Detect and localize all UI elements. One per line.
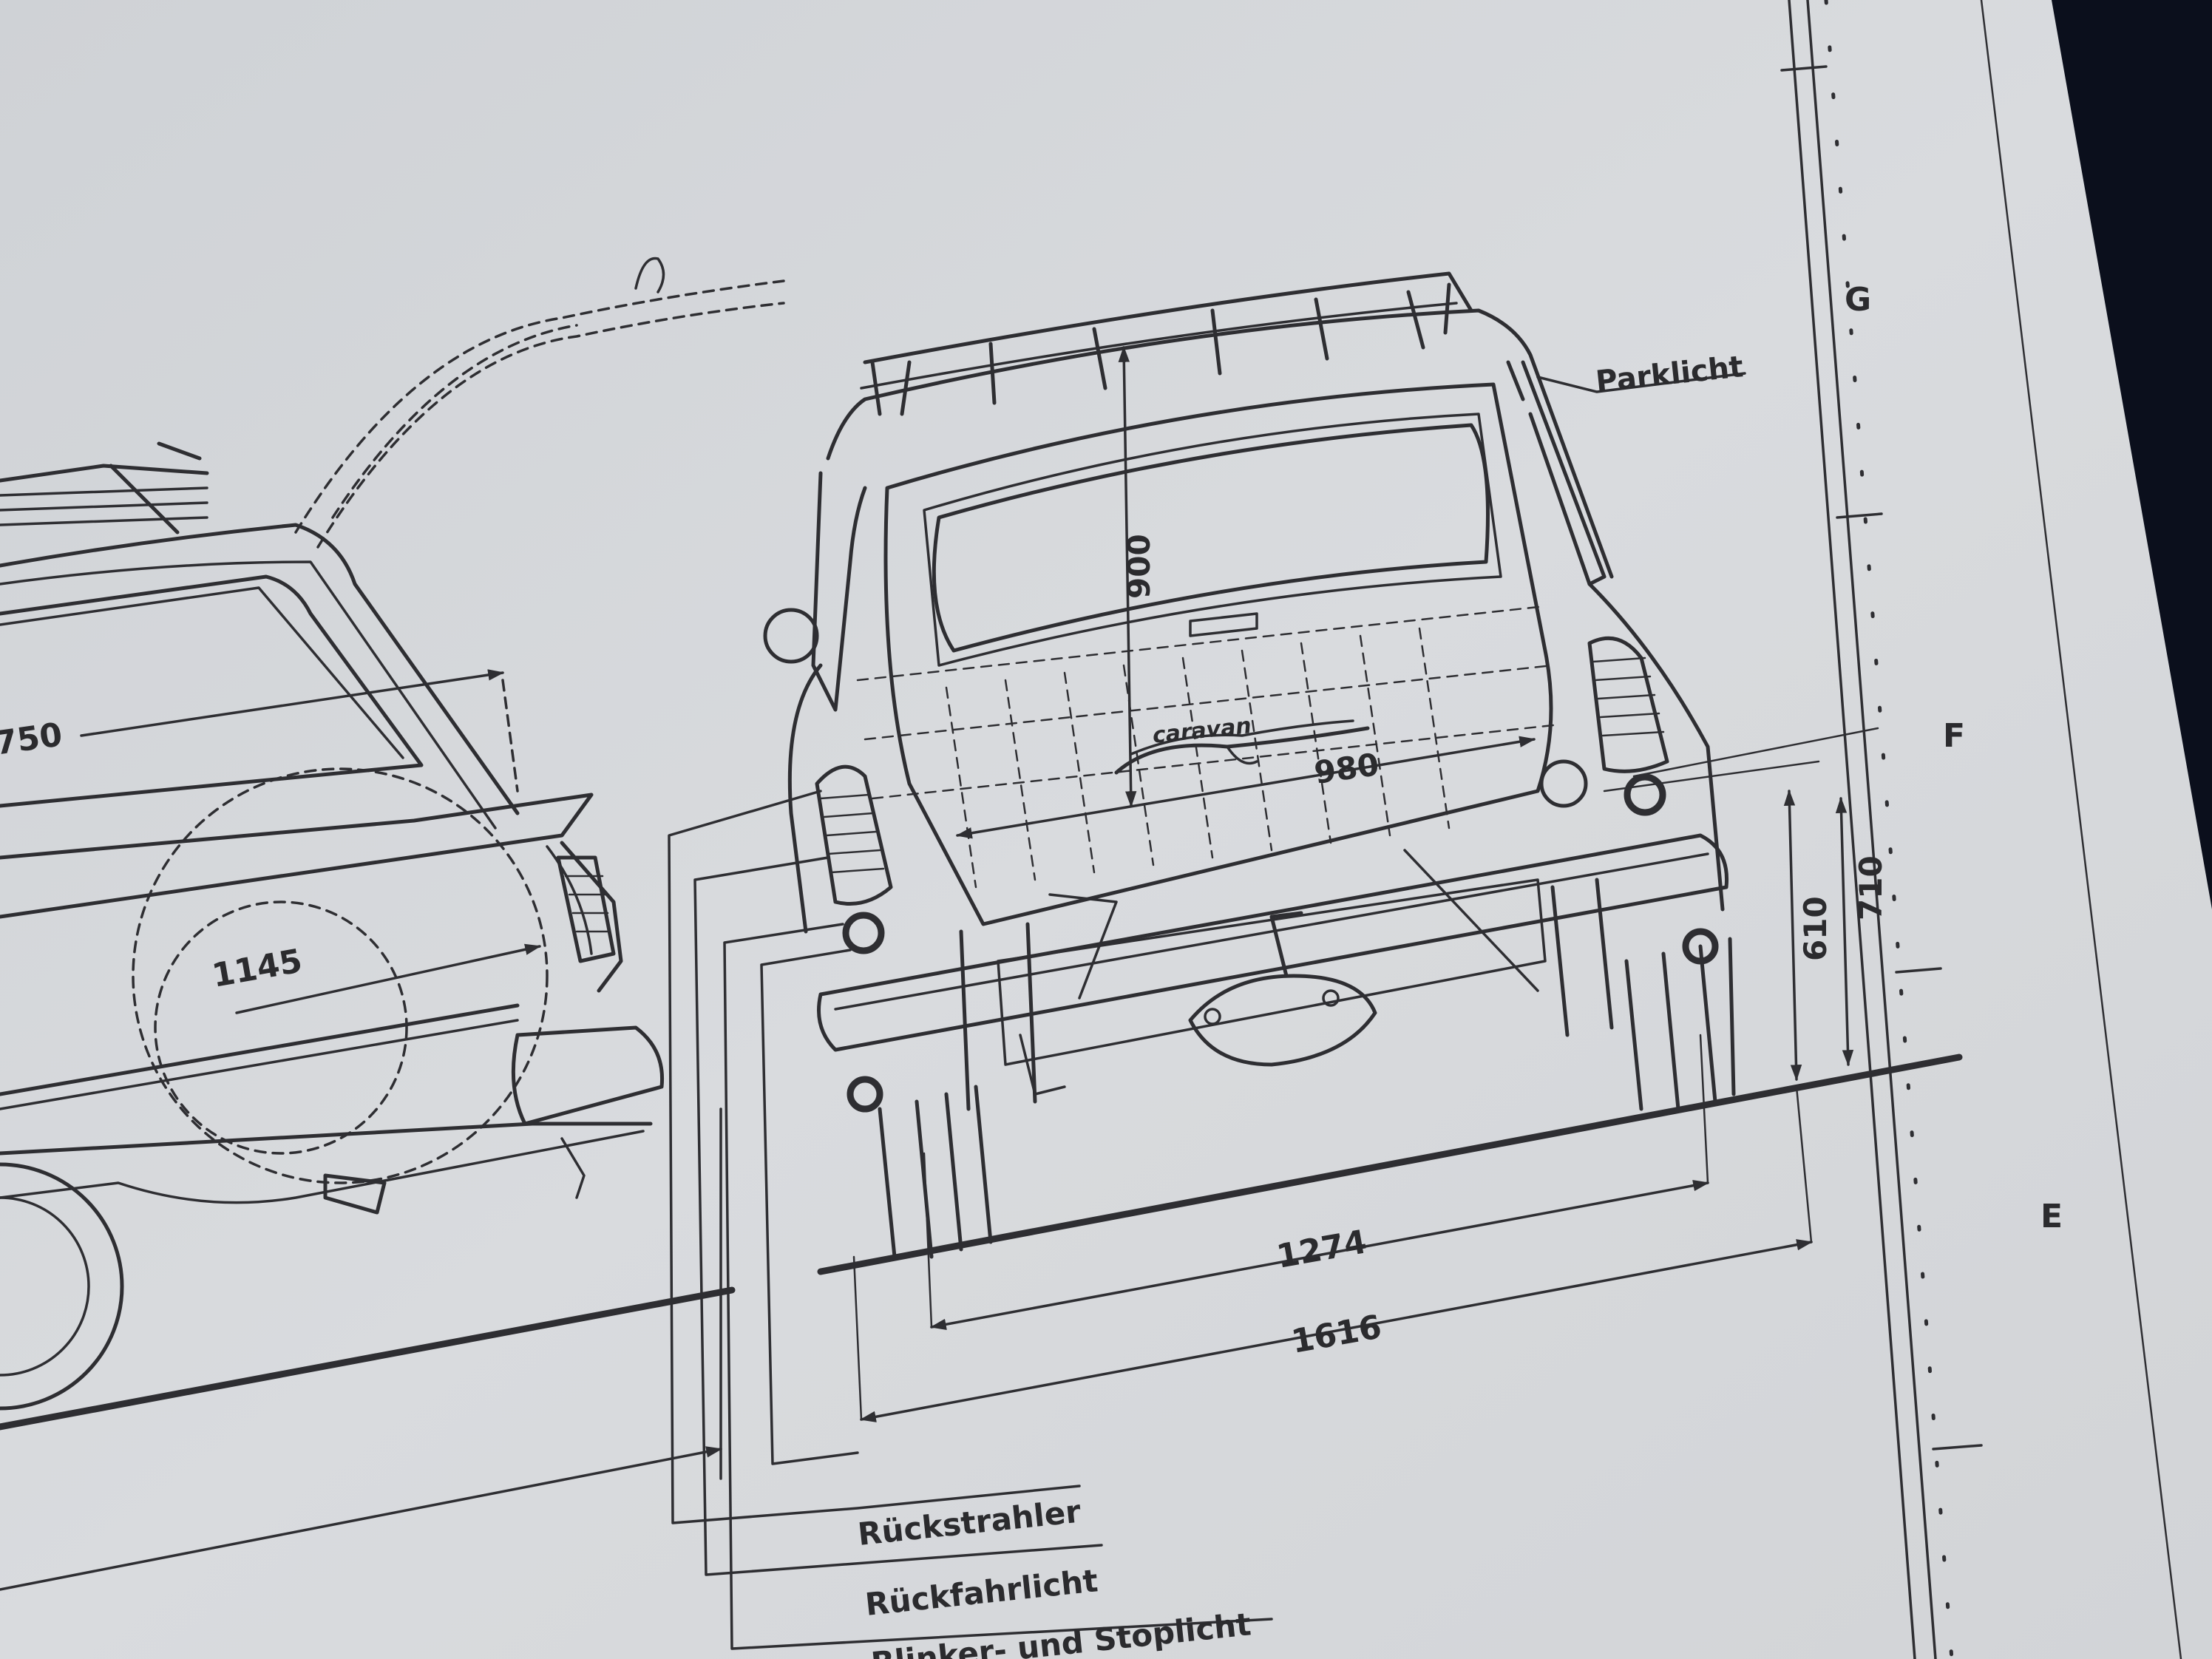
grid-letter-f: F (1943, 717, 1965, 755)
dimension-610: 610 (1797, 896, 1833, 961)
dimension-900: 900 (1121, 534, 1157, 599)
side-dimensions (0, 669, 723, 1591)
dimension-710: 710 (1853, 855, 1889, 920)
side-view-car (0, 257, 785, 1431)
dimension-980: 980 (1312, 746, 1382, 791)
left-tail-light (815, 764, 893, 906)
grid-letter-e: E (2040, 1198, 2063, 1235)
rear-dimensions (852, 345, 1879, 1422)
callout-leaders (668, 372, 1746, 1650)
grid-letter-g: G (1845, 281, 1871, 319)
right-tail-light (1587, 636, 1669, 773)
